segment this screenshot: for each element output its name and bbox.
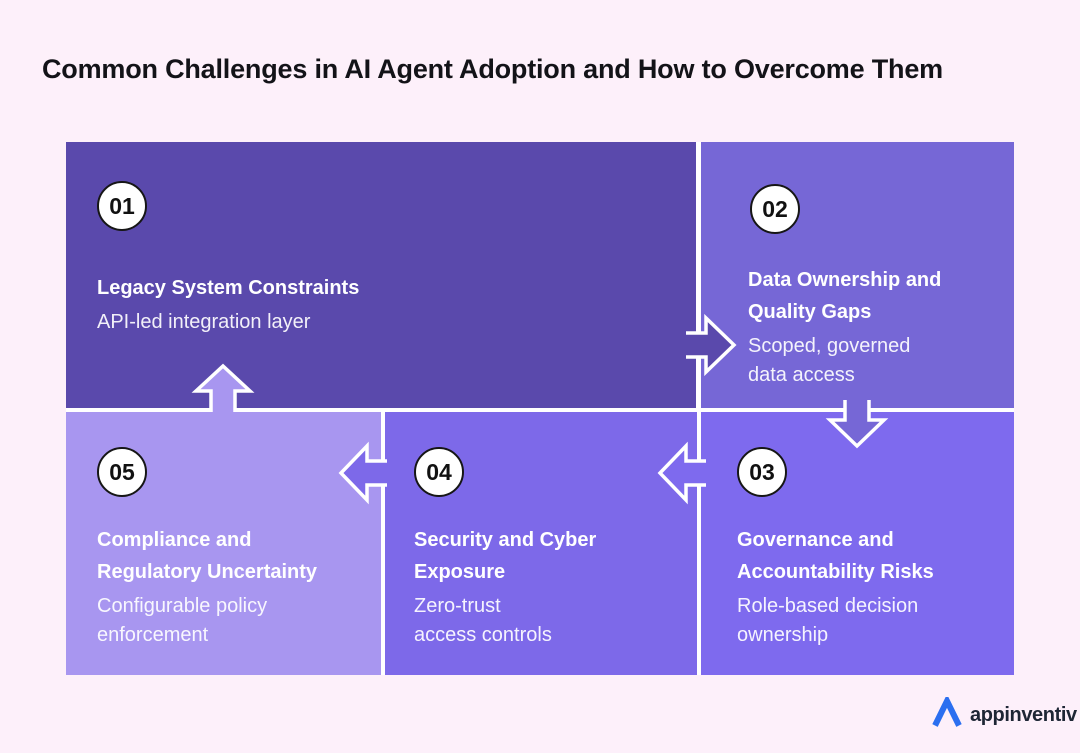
block-04-title: Security and Cyber Exposure [414, 529, 597, 583]
block-05-subtitle: Configurable policy enforcement [97, 595, 268, 646]
number-badge-05-label: 05 [109, 458, 135, 485]
block-02-text: Data Ownership and Quality Gaps Scoped, … [748, 264, 941, 390]
block-02-title: Data Ownership and Quality Gaps [748, 269, 942, 323]
block-04-text: Security and Cyber Exposure Zero-trust a… [414, 524, 596, 650]
arrow-02-to-03-icon [825, 400, 889, 449]
arrow-01-to-02-icon [686, 313, 737, 377]
block-01-title: Legacy System Constraints [97, 277, 360, 299]
page-title: Common Challenges in AI Agent Adoption a… [42, 54, 943, 84]
appinventiv-logo: appinventiv [930, 693, 1077, 734]
block-05-title: Compliance and Regulatory Uncertainty [97, 529, 318, 583]
block-security-cyber-exposure: 04 Security and Cyber Exposure Zero-trus… [385, 412, 697, 675]
block-04-subtitle: Zero-trust access controls [414, 595, 552, 646]
arrow-04-to-05-icon [338, 441, 387, 505]
block-02-subtitle: Scoped, governed data access [748, 335, 911, 386]
block-05-text: Compliance and Regulatory Uncertainty Co… [97, 524, 317, 650]
arrow-03-to-04-icon [657, 441, 706, 505]
block-03-text: Governance and Accountability Risks Role… [737, 524, 934, 650]
number-badge-04-label: 04 [426, 458, 452, 485]
appinventiv-a-icon [930, 693, 964, 734]
number-badge-03: 03 [737, 447, 787, 497]
challenge-grid: 01 Legacy System Constraints API-led int… [66, 142, 1014, 675]
number-badge-02-label: 02 [762, 195, 788, 222]
block-01-subtitle: API-led integration layer [97, 311, 311, 333]
number-badge-01-label: 01 [109, 192, 135, 219]
block-01-text: Legacy System Constraints API-led integr… [97, 272, 359, 337]
number-badge-05: 05 [97, 447, 147, 497]
block-compliance-regulatory-uncertainty: 05 Compliance and Regulatory Uncertainty… [66, 412, 381, 675]
block-data-ownership-quality-gaps: 02 Data Ownership and Quality Gaps Scope… [701, 142, 1014, 408]
block-governance-accountability-risks: 03 Governance and Accountability Risks R… [701, 412, 1014, 675]
arrow-05-to-01-icon [191, 363, 255, 412]
appinventiv-wordmark: appinventiv [970, 703, 1077, 726]
number-badge-03-label: 03 [749, 458, 775, 485]
number-badge-02: 02 [750, 184, 800, 234]
block-legacy-system-constraints: 01 Legacy System Constraints API-led int… [66, 142, 696, 408]
number-badge-01: 01 [97, 181, 147, 231]
number-badge-04: 04 [414, 447, 464, 497]
block-03-title: Governance and Accountability Risks [737, 529, 934, 583]
block-03-subtitle: Role-based decision ownership [737, 595, 919, 646]
